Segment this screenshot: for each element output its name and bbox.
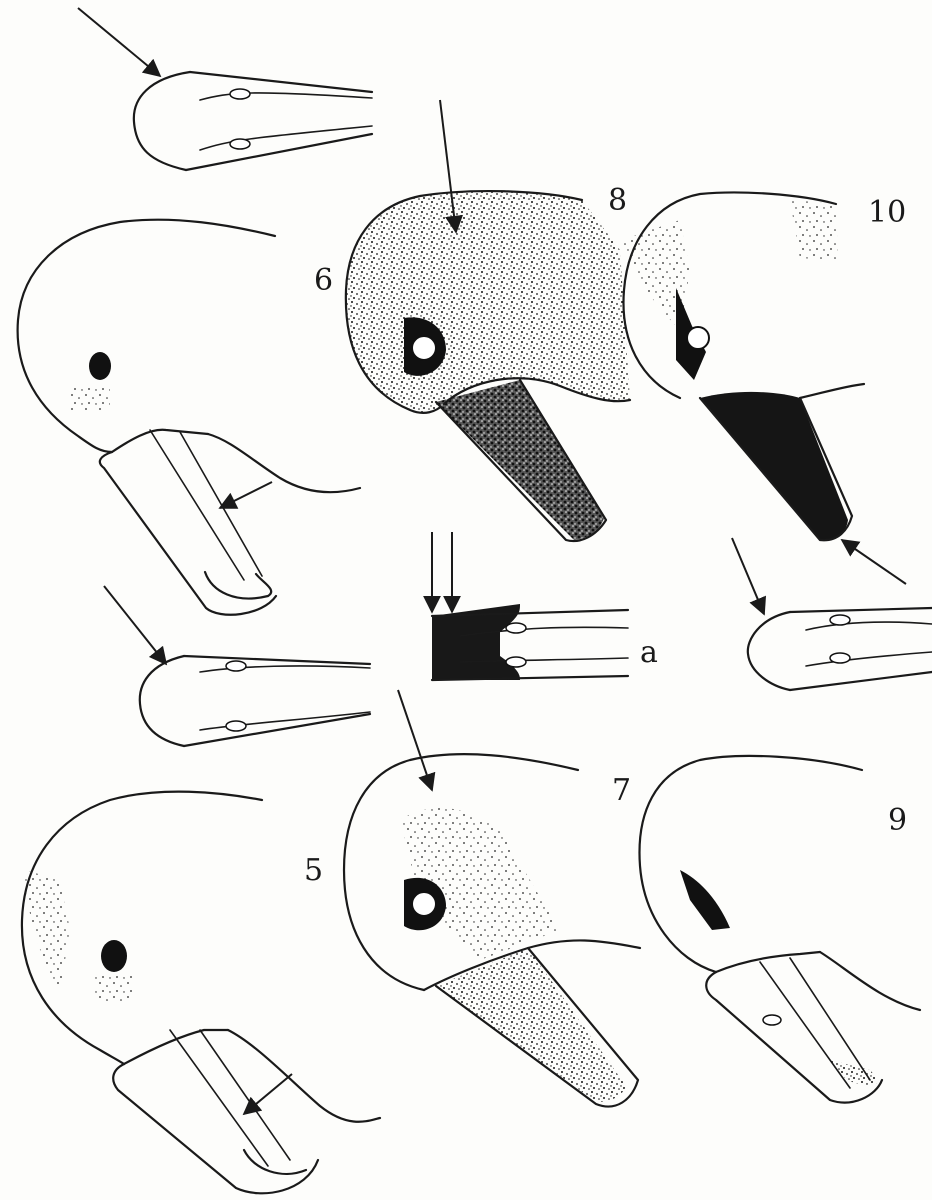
figure-5-bill-top-view [104, 586, 370, 746]
label-fig5: 5 [304, 853, 323, 888]
figure-6-bill-top-view [78, 8, 372, 170]
figure-10-head [622, 192, 906, 584]
label-fig8: 8 [608, 183, 627, 218]
figure-8-head [346, 100, 630, 541]
label-fig7: 7 [612, 773, 631, 808]
figure-9-head [640, 756, 921, 1103]
label-fig6: 6 [314, 263, 333, 298]
label-fig9: 9 [888, 803, 907, 838]
label-fig10: 10 [868, 195, 906, 230]
figure-a-bill-top-view [432, 532, 628, 680]
label-figa: a [640, 635, 658, 670]
eye-icon [89, 352, 111, 380]
figure-6-head [18, 220, 360, 615]
figure-7-head [344, 690, 640, 1107]
figure-5-head [22, 792, 380, 1194]
figure-10-bill-top-view [732, 538, 932, 690]
